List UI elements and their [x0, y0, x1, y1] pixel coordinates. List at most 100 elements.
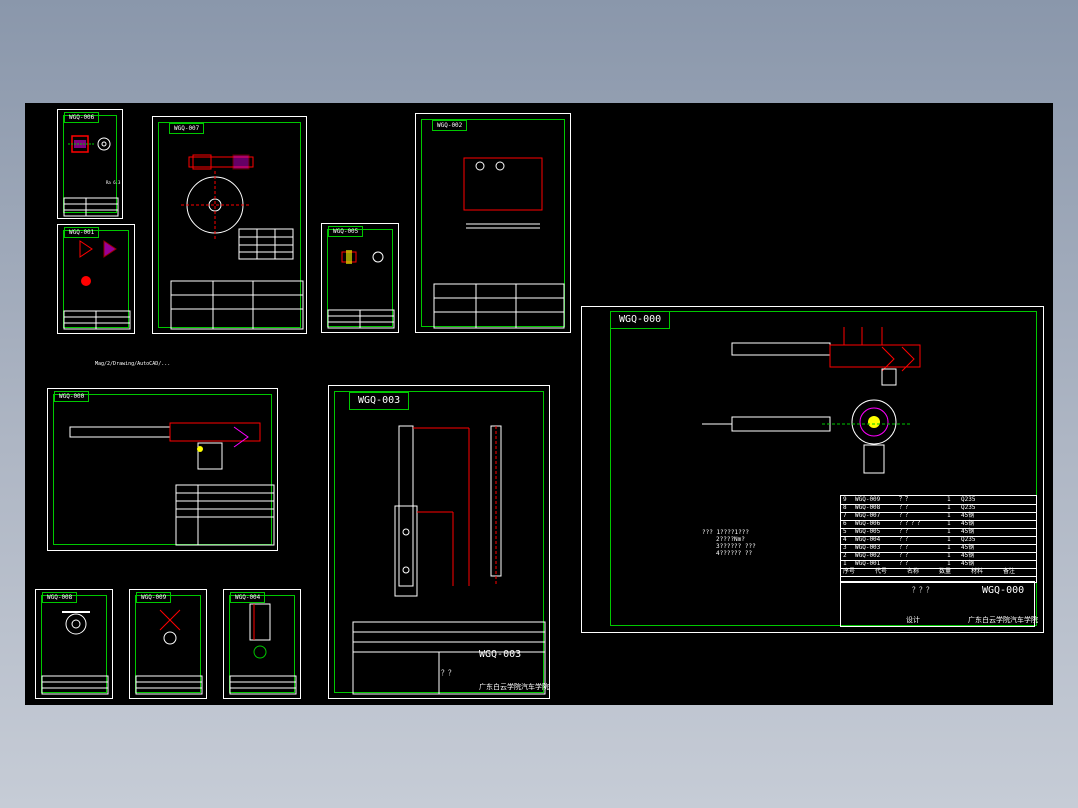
bom-cell-mat: Q235 — [961, 496, 976, 503]
title-block-code: WGQ-000 — [982, 585, 1025, 596]
bom-cell-no: 5 — [843, 528, 847, 535]
drawing-sheet-small-a[interactable]: WGQ-006 Ra 6.3 — [57, 109, 123, 219]
bom-cell-qty: 1 — [947, 496, 951, 503]
bom-cell-no: 1 — [843, 560, 847, 567]
drawing-sheet-sub-assembly[interactable]: WGQ-000 — [47, 388, 278, 551]
bom-header-cell: 数量 — [939, 568, 952, 575]
bom-cell-code: WGQ-005 — [855, 528, 881, 535]
title-block-name: ？？？ — [912, 586, 933, 594]
title-block-name: ？？ — [441, 669, 455, 677]
title-block-drawn: 设计 — [906, 616, 920, 624]
bom-cell-code: WGQ-007 — [855, 512, 881, 519]
bom-cell-no: 2 — [843, 552, 847, 559]
bom-cell-code: WGQ-008 — [855, 504, 881, 511]
bom-cell-name: ？？ — [899, 504, 912, 511]
bom-header-cell: 备注 — [1003, 568, 1016, 575]
bom-header: 序号代号名称数量材料备注 — [841, 568, 1036, 577]
bom-cell-qty: 1 — [947, 544, 951, 551]
bom-cell-name: ？？ — [899, 544, 912, 551]
sheet-frame — [421, 119, 565, 327]
bom-cell-mat: 45钢 — [961, 520, 975, 527]
sheet-tag: WGQ-004 — [230, 592, 266, 603]
sheet-tag: WGQ-008 — [42, 592, 78, 603]
title-block-company: 广东白云学院汽车学院 — [479, 683, 549, 691]
status-line: Mag/2/Drawing/AutoCAD/... — [95, 361, 171, 367]
assembly-drawing — [702, 327, 921, 474]
bom-cell-mat: Q235 — [961, 536, 976, 543]
bom-cell-name: ？？ — [899, 496, 912, 503]
bom-cell-code: WGQ-003 — [855, 544, 881, 551]
bom-cell-name: ？？ — [899, 536, 912, 543]
sheet-frame — [229, 595, 295, 693]
bom-cell-qty: 1 — [947, 536, 951, 543]
bom-cell-mat: 45钢 — [961, 528, 975, 535]
bom-cell-mat: 45钢 — [961, 544, 975, 551]
drawing-sheet-small-e[interactable]: WGQ-009 — [129, 589, 207, 699]
part-drawing-f — [229, 603, 297, 695]
drawing-sheet-small-b[interactable]: WGQ-001 — [57, 224, 135, 334]
sheet-frame — [63, 115, 117, 213]
bom-cell-no: 7 — [843, 512, 847, 519]
bom-row: 3 WGQ-003 ？？ 1 45钢 — [841, 544, 1036, 553]
sheet-tag: WGQ-003 — [349, 392, 410, 410]
bom-header-cell: 序号 — [843, 568, 856, 575]
drawing-sheet-part-007[interactable]: WGQ-007 — [152, 116, 307, 334]
bom-cell-mat: 45钢 — [961, 560, 975, 567]
sheet-frame — [53, 394, 272, 545]
technical-notes: ??? 1????1??? 2????Nm? 3?????? ??? 4????… — [702, 529, 756, 557]
bom-header-cell: 代号 — [875, 568, 888, 575]
bom-cell-mat: 45钢 — [961, 512, 975, 519]
sheet-tag: WGQ-001 — [64, 227, 100, 238]
part-drawing-007 — [170, 154, 304, 330]
drawing-sheet-small-d[interactable]: WGQ-008 — [35, 589, 113, 699]
bom-cell-qty: 1 — [947, 512, 951, 519]
sheet-tag: WGQ-007 — [169, 123, 205, 134]
bom-cell-qty: 1 — [947, 528, 951, 535]
drawing-sheet-part-005[interactable]: WGQ-005 — [321, 223, 399, 333]
drawing-sheet-part-003[interactable]: WGQ-003 WGQ-003 广东白云学院汽车学院 ？？ — [328, 385, 550, 699]
bom-cell-qty: 1 — [947, 520, 951, 527]
part-drawing-a: Ra 6.3 — [63, 135, 121, 217]
note-line: ??? 1????1??? — [702, 529, 749, 536]
bom-cell-no: 6 — [843, 520, 847, 527]
title-block-code: WGQ-003 — [479, 649, 522, 660]
bom-cell-name: ？？ — [899, 560, 912, 567]
cad-model-space[interactable]: WGQ-006 Ra 6.3 WGQ-001 WGQ-007 — [25, 103, 1053, 705]
drawing-sheet-small-f[interactable]: WGQ-004 — [223, 589, 301, 699]
bom-row: 4 WGQ-004 ？？ 1 Q235 — [841, 536, 1036, 545]
sheet-tag: WGQ-000 — [54, 391, 90, 402]
sheet-frame — [158, 122, 301, 328]
bom-cell-code: WGQ-004 — [855, 536, 881, 543]
bom-header-cell: 材料 — [971, 568, 984, 575]
sheet-tag: WGQ-005 — [328, 226, 364, 237]
bom-row: 9 WGQ-009 ？？ 1 Q235 — [841, 496, 1036, 505]
title-block — [840, 581, 1035, 627]
part-drawing-005 — [327, 250, 395, 329]
bom-row: 8 WGQ-008 ？？ 1 Q235 — [841, 504, 1036, 513]
bom-cell-no: 8 — [843, 504, 847, 511]
drawing-sheet-part-lever[interactable]: WGQ-002 — [415, 113, 571, 333]
sheet-tag: WGQ-006 — [64, 112, 100, 123]
note-line: 2????Nm? — [716, 536, 745, 543]
bom-cell-no: 9 — [843, 496, 847, 503]
part-drawing-lever — [433, 157, 565, 329]
bom-cell-no: 3 — [843, 544, 847, 551]
sheet-tag: WGQ-009 — [136, 592, 172, 603]
bom-cell-name: ？？？？ — [899, 520, 924, 527]
bom-cell-mat: Q235 — [961, 504, 976, 511]
bom-cell-code: WGQ-002 — [855, 552, 881, 559]
sheet-tag: WGQ-000 — [610, 311, 671, 329]
note-line: 4?????? ?? — [716, 550, 753, 557]
part-drawing-e — [135, 609, 203, 695]
bom-cell-code: WGQ-009 — [855, 496, 881, 503]
bom-cell-no: 4 — [843, 536, 847, 543]
svg-text:Ra 6.3: Ra 6.3 — [106, 180, 121, 185]
bom-cell-qty: 1 — [947, 552, 951, 559]
bom-cell-qty: 1 — [947, 504, 951, 511]
part-drawing-b — [63, 240, 131, 330]
